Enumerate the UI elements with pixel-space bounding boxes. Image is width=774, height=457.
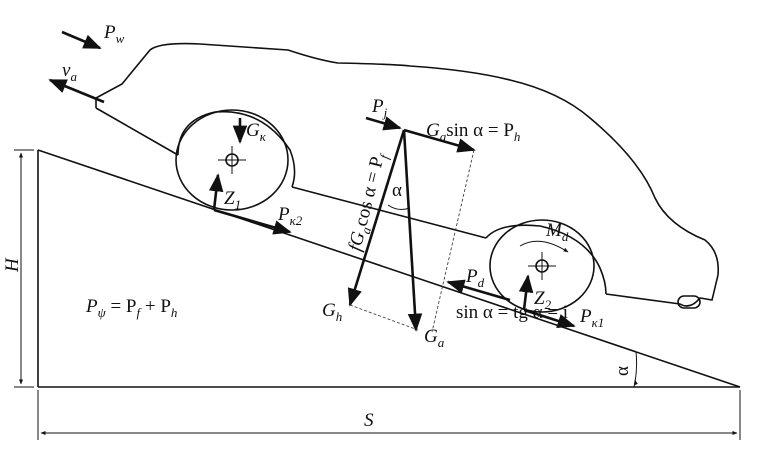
label-gh: Gh bbox=[322, 300, 342, 324]
label-p-psi: Pψ = Pf + Ph bbox=[85, 296, 177, 320]
label-va: va bbox=[62, 60, 77, 84]
base-dimension bbox=[37, 390, 741, 440]
z1-arrow bbox=[208, 173, 224, 211]
label-z2: Z2 bbox=[534, 288, 552, 312]
label-pd: Pd bbox=[465, 266, 485, 290]
z2-arrow bbox=[518, 274, 534, 311]
gh-arrow bbox=[347, 129, 406, 307]
label-ga: Ga bbox=[424, 326, 445, 350]
label-pw: Pw bbox=[103, 22, 125, 46]
pk1-arrow bbox=[523, 308, 576, 328]
rear-wheel bbox=[489, 219, 595, 313]
label-z1: Z1 bbox=[224, 188, 241, 212]
pk2-arrow bbox=[213, 208, 292, 235]
va-arrow bbox=[48, 78, 105, 104]
label-fga-cos: fGacos α = Pf bbox=[344, 149, 392, 254]
label-alpha-top: α bbox=[392, 180, 402, 201]
construction-line-2 bbox=[349, 304, 419, 331]
label-pj: Pj bbox=[371, 96, 388, 120]
construction-line-1 bbox=[431, 149, 475, 333]
car-rear-arch bbox=[485, 224, 607, 295]
label-h: H bbox=[2, 257, 23, 273]
md-arrow bbox=[519, 240, 569, 253]
ga-arrow bbox=[402, 129, 423, 332]
pj-arrow bbox=[365, 116, 402, 131]
label-gk: Gк bbox=[246, 120, 267, 144]
label-alpha-base: α bbox=[612, 366, 633, 376]
base-angle bbox=[633, 351, 638, 388]
car-bumper bbox=[677, 295, 701, 309]
label-sin-eq: sin α = tg α = i bbox=[456, 302, 568, 323]
pw-arrow bbox=[61, 30, 102, 50]
top-angle-arc bbox=[387, 204, 411, 210]
label-md: Md bbox=[545, 220, 569, 244]
label-pk1: Pк1 bbox=[579, 306, 604, 330]
car-underbody bbox=[177, 110, 296, 188]
car-body bbox=[95, 42, 720, 307]
label-s: S bbox=[364, 410, 374, 431]
pd-arrow bbox=[446, 279, 511, 302]
front-wheel bbox=[175, 109, 289, 211]
label-ga-sin: Gasin α = Ph bbox=[426, 120, 520, 144]
height-dimension bbox=[14, 149, 34, 388]
incline-triangle bbox=[37, 149, 741, 388]
label-pk2: Pк2 bbox=[277, 204, 303, 228]
ga-sin-arrow bbox=[403, 128, 476, 153]
